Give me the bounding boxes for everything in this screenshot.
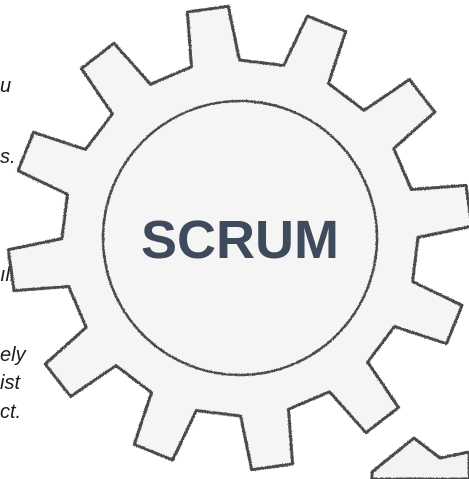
background-text: u s. ıll ely ist ct.	[0, 75, 27, 423]
text-fragment-4: ely	[0, 344, 27, 366]
text-fragment-2: s.	[0, 146, 16, 168]
text-fragment-1: u	[0, 75, 11, 97]
gear-icon: SCRUM	[6, 4, 469, 472]
gear-label: SCRUM	[141, 210, 339, 270]
secondary-gear-icon	[370, 436, 469, 479]
gear-inner-ring	[101, 99, 379, 377]
text-fragment-6: ct.	[0, 401, 21, 423]
gear-outline	[6, 4, 469, 472]
text-fragment-5: ist	[0, 372, 21, 394]
